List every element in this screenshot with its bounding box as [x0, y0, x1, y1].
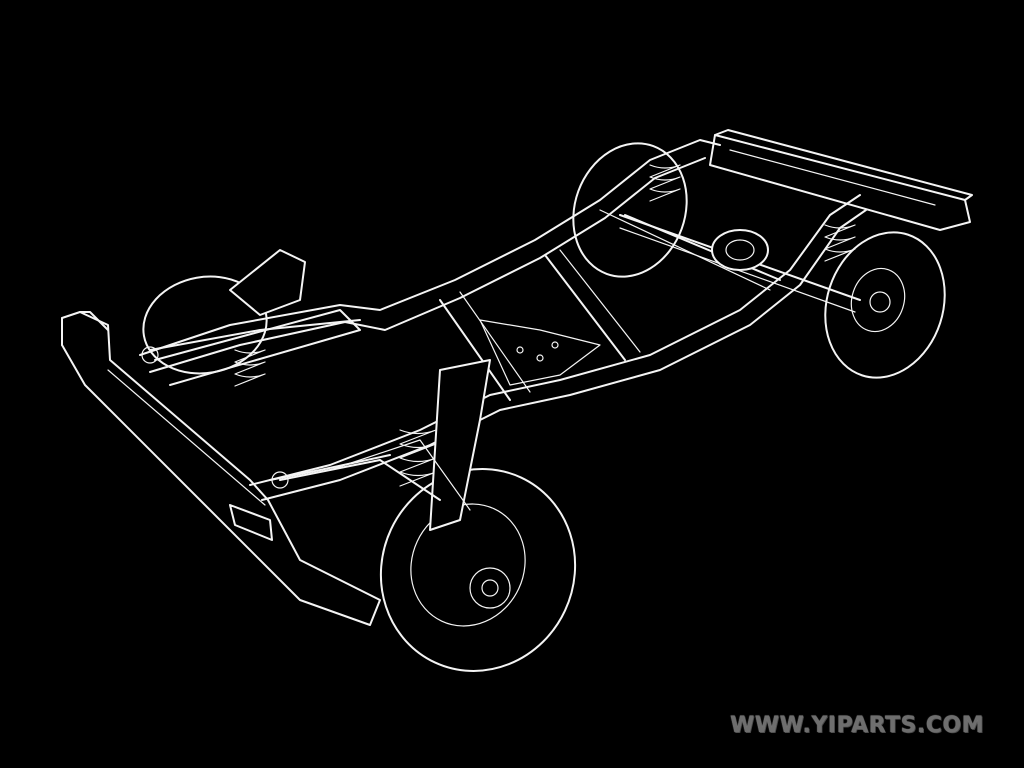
right-frame-rail	[249, 194, 867, 501]
watermark-text: WWW.YIPARTS.COM	[729, 713, 984, 738]
rear-right-wheel	[824, 231, 946, 379]
rear-bumper-crossmember	[709, 129, 973, 231]
rear-axle	[619, 214, 861, 313]
front-right-wheel	[379, 468, 577, 672]
front-left-suspension	[154, 249, 361, 387]
front-bumper-crossmember	[61, 311, 381, 626]
rear-coil-springs	[649, 164, 856, 262]
rear-left-wheel	[572, 142, 688, 278]
front-sway-bar	[141, 319, 391, 489]
left-frame-rail	[139, 139, 721, 373]
frame-crossmembers	[439, 209, 781, 401]
front-right-suspension	[279, 359, 491, 531]
